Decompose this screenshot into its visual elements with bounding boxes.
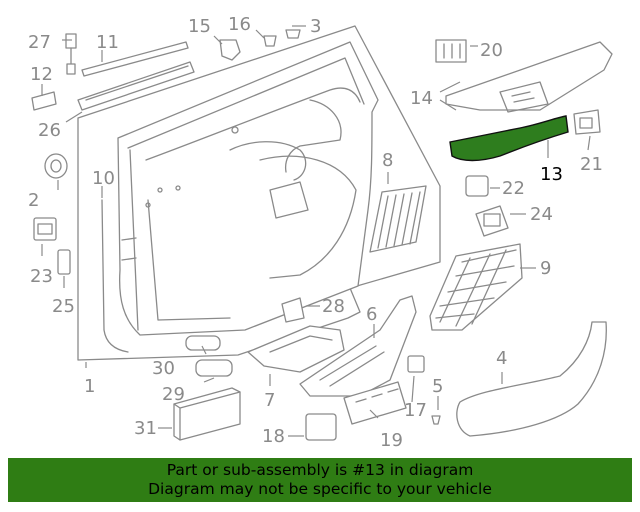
screw-part-3 bbox=[285, 29, 301, 39]
callout-24: 24 bbox=[530, 204, 553, 225]
handle-part-30 bbox=[185, 335, 221, 351]
callout-15: 15 bbox=[188, 16, 211, 37]
button-part-17 bbox=[407, 355, 425, 373]
callout-19: 19 bbox=[380, 430, 403, 451]
speaker-grille-part-9 bbox=[429, 243, 523, 331]
callout-12: 12 bbox=[30, 64, 53, 85]
callout-4: 4 bbox=[496, 348, 507, 369]
door-parts-diagram: 1 2 3 4 5 6 7 8 9 10 11 12 13 14 15 16 1… bbox=[28, 14, 613, 451]
callout-17: 17 bbox=[404, 400, 427, 421]
seal-strip-part-10 bbox=[101, 199, 129, 353]
callout-7: 7 bbox=[264, 390, 275, 411]
window-switch-part-19 bbox=[343, 381, 407, 425]
switch-panel-part-6 bbox=[299, 295, 417, 397]
callout-26: 26 bbox=[38, 120, 61, 141]
callout-25: 25 bbox=[52, 296, 75, 317]
screw-part-5 bbox=[431, 415, 441, 425]
callout-22: 22 bbox=[502, 178, 525, 199]
callout-6: 6 bbox=[366, 304, 377, 325]
callout-16: 16 bbox=[228, 14, 251, 35]
bracket-part-15 bbox=[219, 39, 241, 61]
callout-9: 9 bbox=[540, 258, 551, 279]
trim-strip-part-11 bbox=[77, 41, 195, 111]
callout-31: 31 bbox=[134, 418, 157, 439]
label-part-12 bbox=[31, 91, 57, 111]
callout-20: 20 bbox=[480, 40, 503, 61]
callout-13-highlighted: 13 bbox=[540, 164, 563, 185]
module-part-31 bbox=[173, 387, 241, 441]
callout-30: 30 bbox=[152, 358, 175, 379]
callout-10: 10 bbox=[92, 168, 115, 189]
switch-bezel-part-24 bbox=[475, 205, 509, 237]
bracket-part-20 bbox=[435, 39, 467, 63]
callout-21: 21 bbox=[580, 154, 603, 175]
callout-28: 28 bbox=[322, 296, 345, 317]
armrest-pad-part-4 bbox=[456, 321, 607, 437]
callout-2: 2 bbox=[28, 190, 39, 211]
callout-1: 1 bbox=[84, 376, 95, 397]
bezel-part-29 bbox=[195, 359, 233, 377]
leader-lines bbox=[41, 25, 591, 437]
door-trim-panel bbox=[117, 41, 379, 336]
banner-line-2: Diagram may not be specific to your vehi… bbox=[148, 480, 492, 498]
speaker-part-2 bbox=[44, 153, 68, 179]
switch-part-23 bbox=[33, 217, 57, 241]
callout-23: 23 bbox=[30, 266, 53, 287]
button-part-22 bbox=[465, 175, 489, 197]
grille-part-8 bbox=[369, 185, 427, 253]
callout-14: 14 bbox=[410, 88, 433, 109]
callout-18: 18 bbox=[262, 426, 285, 447]
callout-11: 11 bbox=[96, 32, 119, 53]
diagram-notice-banner: Part or sub-assembly is #13 in diagram D… bbox=[8, 458, 632, 502]
callout-29: 29 bbox=[162, 384, 185, 405]
cover-part-25 bbox=[57, 249, 71, 275]
armrest-part-7 bbox=[247, 325, 345, 373]
callout-3: 3 bbox=[310, 16, 321, 37]
callout-8: 8 bbox=[382, 150, 393, 171]
clip-part-16 bbox=[263, 35, 277, 47]
callout-5: 5 bbox=[432, 376, 443, 397]
switch-part-18 bbox=[305, 413, 337, 441]
clip-part-28 bbox=[281, 297, 305, 323]
door-frame-outline bbox=[77, 25, 441, 361]
banner-line-1: Part or sub-assembly is #13 in diagram bbox=[166, 461, 474, 479]
highlighted-part-13 bbox=[449, 115, 569, 162]
callout-27: 27 bbox=[28, 32, 51, 53]
switch-part-21 bbox=[573, 109, 601, 135]
armrest-trim-part-14 bbox=[445, 41, 613, 113]
clip-part-27 bbox=[65, 33, 77, 75]
